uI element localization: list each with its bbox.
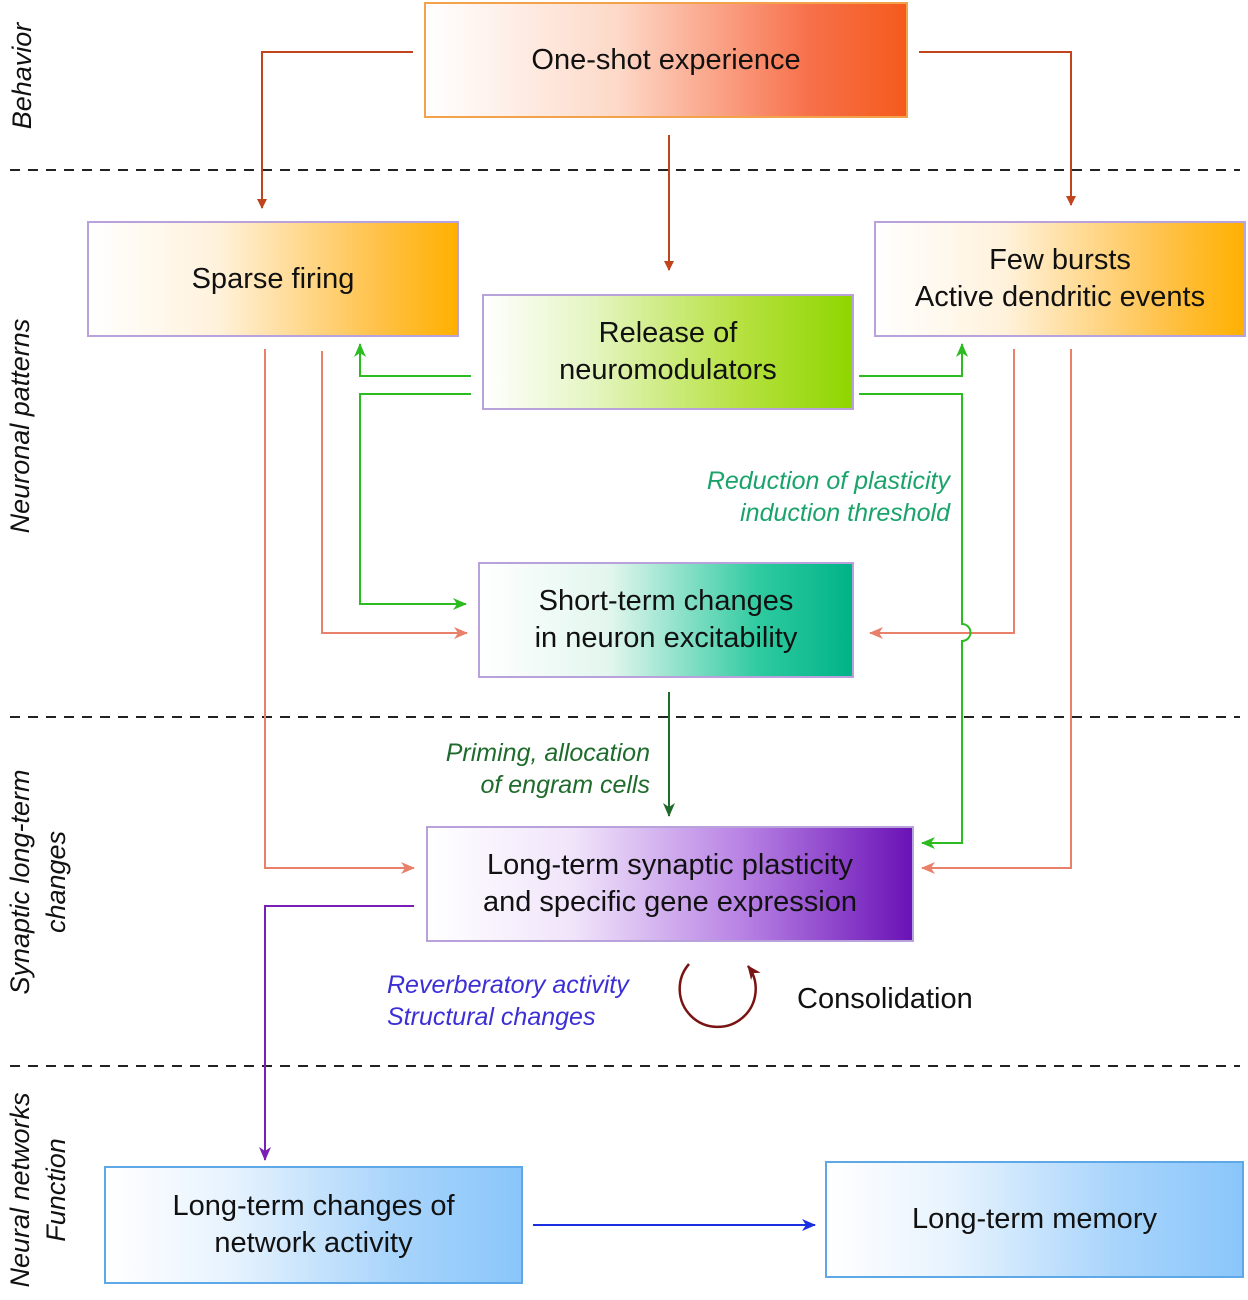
node-one-shot-experience: One-shot experience	[424, 2, 908, 118]
arrow-sparse-to-ltp	[264, 349, 415, 874]
node-few-bursts: Few bursts Active dendritic events	[874, 221, 1246, 337]
section-label-neuronal: Neuronal patterns	[5, 318, 35, 534]
node-release-neuromodulators: Release of neuromodulators	[482, 294, 854, 410]
arrow-sparse-to-shortterm	[321, 351, 468, 639]
consolidation-loop-arrow	[678, 963, 761, 1029]
node-network-activity: Long-term changes of network activity	[104, 1166, 523, 1284]
annotation-consolidation: Consolidation	[797, 983, 973, 1015]
arrow-ltp-to-network	[259, 905, 414, 1161]
annotation-priming-engram: Priming, allocation of engram cells	[445, 739, 650, 799]
arrow-oneshot-to-bursts	[919, 51, 1076, 206]
node-sparse-firing: Sparse firing	[87, 221, 459, 337]
section-label-network: Neural networks Function	[5, 1092, 71, 1288]
arrow-neuromod-to-sparse	[354, 343, 471, 377]
arrow-bursts-to-ltp	[921, 349, 1072, 874]
node-short-term-changes: Short-term changes in neuron excitabilit…	[478, 562, 854, 678]
section-label-synaptic: Synaptic long-term changes	[5, 769, 71, 995]
arrow-neuromod-to-ltp	[859, 393, 972, 849]
node-long-term-plasticity: Long-term synaptic plasticity and specif…	[426, 826, 914, 942]
section-dividers	[10, 169, 1240, 1067]
node-long-term-memory: Long-term memory	[825, 1161, 1244, 1278]
arrow-neuromod-to-shortterm	[359, 393, 471, 610]
arrow-neuromod-to-bursts	[859, 343, 968, 377]
arrow-bursts-to-shortterm	[869, 349, 1015, 639]
annotation-reverberatory-structural: Reverberatory activity Structural change…	[387, 971, 629, 1031]
annotation-reduction-threshold: Reduction of plasticity induction thresh…	[706, 467, 950, 527]
arrow-oneshot-to-sparse	[257, 51, 413, 209]
section-label-behavior: Behavior	[7, 22, 37, 130]
